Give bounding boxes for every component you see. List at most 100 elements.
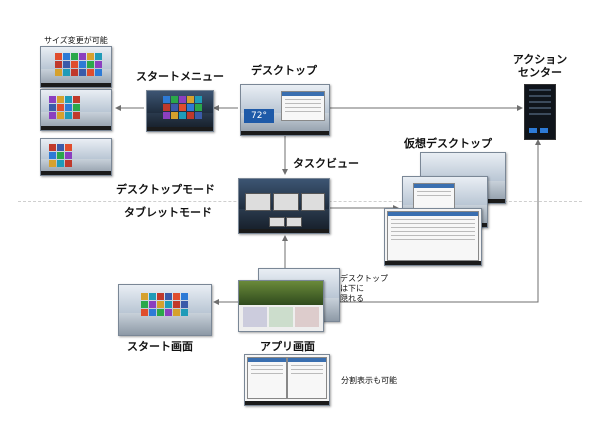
start-tile	[49, 96, 56, 103]
start-tile	[179, 96, 186, 103]
start-tile	[73, 104, 80, 111]
start-tile	[63, 53, 70, 60]
action-center-label-line1: アクション	[512, 53, 568, 66]
desktop-screenshot: 72°	[240, 84, 330, 136]
start-tile	[181, 301, 188, 308]
start-tile	[49, 160, 56, 167]
start-screen-screenshot	[118, 284, 212, 336]
start-tile	[187, 96, 194, 103]
start-tile	[195, 112, 202, 119]
start-tile	[157, 309, 164, 316]
start-tile	[73, 112, 80, 119]
start-tile	[173, 301, 180, 308]
start-tile	[173, 293, 180, 300]
task-view-label: タスクビュー	[293, 157, 359, 170]
start-tile	[163, 104, 170, 111]
start-tile	[87, 53, 94, 60]
start-tile	[149, 301, 156, 308]
start-tile	[55, 61, 62, 68]
start-tile	[95, 53, 102, 60]
start-tile	[73, 96, 80, 103]
resizable-start-menu-medium	[40, 89, 112, 131]
start-tile	[55, 53, 62, 60]
start-tile	[181, 309, 188, 316]
start-tile	[141, 293, 148, 300]
start-tile	[79, 53, 86, 60]
start-tile	[49, 144, 56, 151]
resizable-label: サイズ変更が可能	[44, 36, 108, 45]
task-view-screenshot	[238, 178, 330, 234]
start-tile	[173, 309, 180, 316]
start-tile	[63, 61, 70, 68]
start-tile	[195, 96, 202, 103]
start-tile	[55, 69, 62, 76]
start-tile	[49, 112, 56, 119]
start-tile	[87, 61, 94, 68]
start-tile	[49, 104, 56, 111]
start-tile	[65, 160, 72, 167]
start-screen-label: スタート画面	[127, 340, 193, 353]
start-tile	[187, 104, 194, 111]
start-tile	[57, 144, 64, 151]
desktop-hidden-line3: 隠れる	[340, 294, 364, 303]
start-tile	[57, 96, 64, 103]
action-center-label: アクション センター	[507, 53, 573, 79]
start-tile	[149, 293, 156, 300]
start-tile	[95, 69, 102, 76]
start-tile	[141, 309, 148, 316]
virtual-desktop-label: 仮想デスクトップ	[404, 137, 492, 150]
tablet-mode-label: タブレットモード	[124, 206, 212, 219]
start-tile	[165, 301, 172, 308]
action-center-panel	[524, 84, 556, 140]
start-tile	[79, 69, 86, 76]
start-tile	[165, 293, 172, 300]
start-tile	[65, 96, 72, 103]
start-tile	[165, 309, 172, 316]
start-tile	[157, 301, 164, 308]
start-tile	[79, 61, 86, 68]
start-tile	[87, 69, 94, 76]
start-tile	[57, 104, 64, 111]
weather-widget: 72°	[244, 109, 274, 123]
start-tile	[63, 69, 70, 76]
start-tile	[57, 160, 64, 167]
virtual-desktop-front	[384, 208, 482, 266]
desktop-hidden-line1: デスクトップ	[340, 274, 388, 283]
start-tile	[49, 152, 56, 159]
start-menu-label: スタートメニュー	[136, 70, 224, 83]
resizable-start-menu-small	[40, 138, 112, 176]
arrow-app-to-action-center	[330, 139, 541, 303]
split-view-screenshot	[244, 354, 330, 406]
action-center-label-line2: センター	[518, 66, 562, 79]
start-tile	[71, 69, 78, 76]
app-screen-label: アプリ画面	[260, 340, 315, 353]
start-tile	[171, 112, 178, 119]
desktop-hidden-label: デスクトップ は下に 隠れる	[340, 274, 388, 304]
desktop-window	[281, 91, 325, 121]
start-tile	[187, 112, 194, 119]
desktop-hidden-line2: は下に	[340, 284, 364, 293]
start-tile	[157, 293, 164, 300]
start-tile	[149, 309, 156, 316]
start-tile	[171, 96, 178, 103]
resizable-start-menu-large	[40, 46, 112, 88]
start-tile	[181, 293, 188, 300]
start-tile	[163, 112, 170, 119]
start-tile	[65, 112, 72, 119]
start-tile	[65, 104, 72, 111]
split-view-label: 分割表示も可能	[341, 376, 397, 385]
start-tile	[71, 53, 78, 60]
start-tile	[57, 112, 64, 119]
app-screen-front	[238, 280, 324, 332]
desktop-label: デスクトップ	[251, 64, 317, 77]
start-tile	[195, 104, 202, 111]
start-tile	[179, 104, 186, 111]
start-tile	[95, 61, 102, 68]
start-tile	[65, 152, 72, 159]
start-menu-screenshot	[146, 90, 214, 132]
start-tile	[71, 61, 78, 68]
start-tile	[57, 152, 64, 159]
start-tile	[179, 112, 186, 119]
start-tile	[65, 144, 72, 151]
start-tile	[141, 301, 148, 308]
